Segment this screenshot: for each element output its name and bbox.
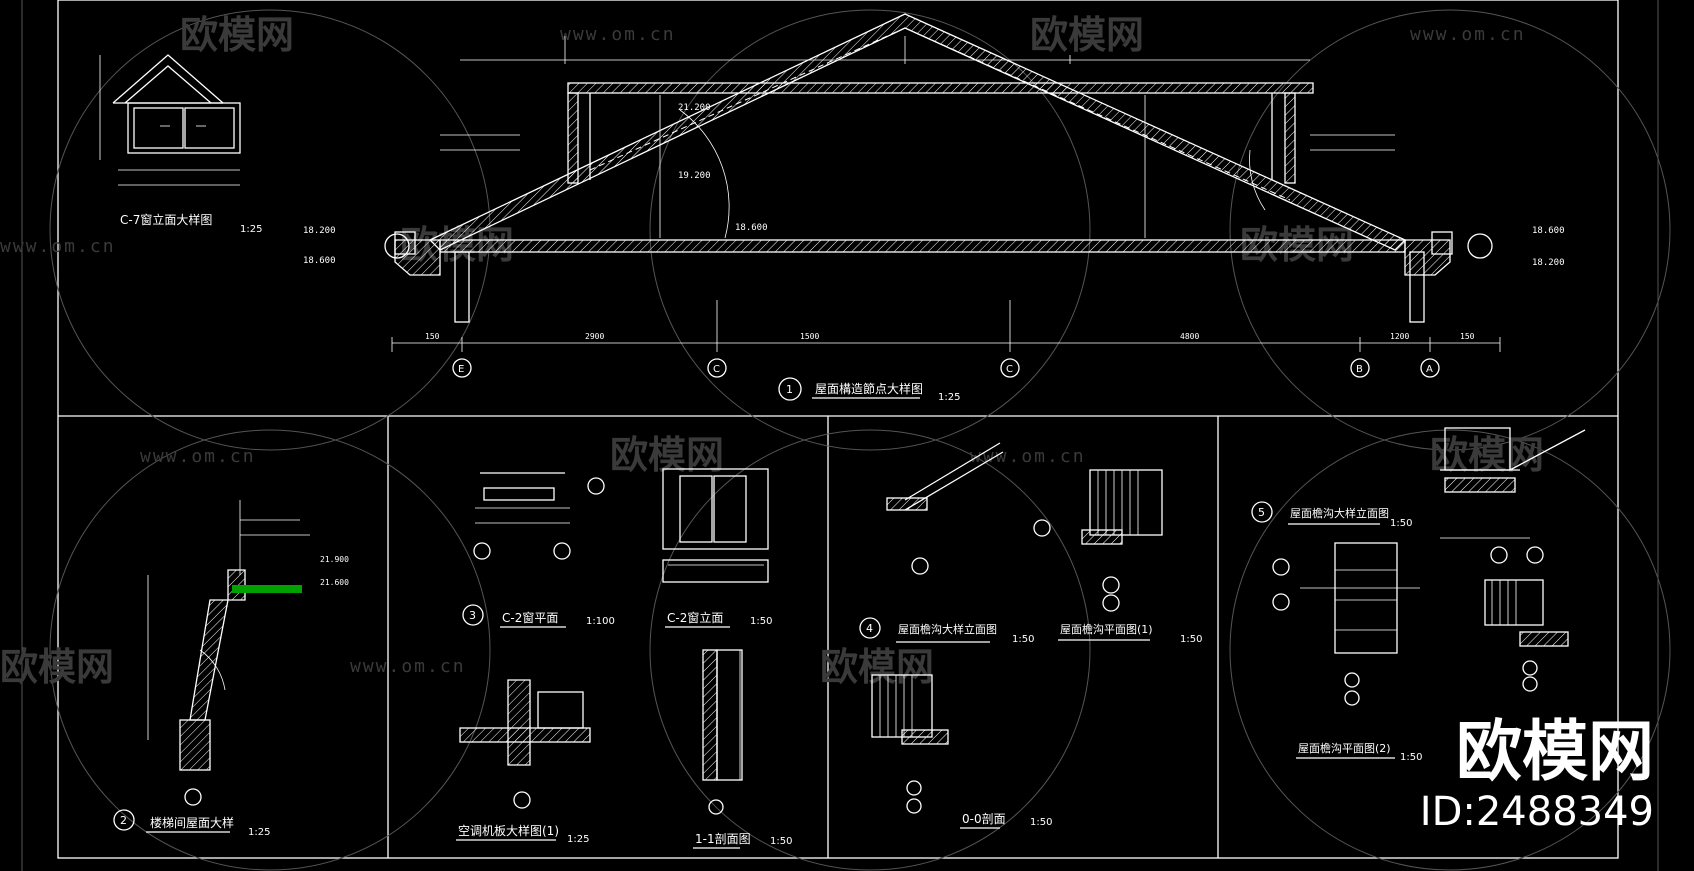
brand-overlay: 欧模网 ID:2488349 [1419,713,1654,836]
elev-slab: 18.600 [735,223,768,233]
axis-bubble-c2: C [1000,358,1020,378]
detail-3-plan-scale: 1:100 [586,616,615,627]
detail-5-title: 屋面檐沟大样立面图 [1290,506,1389,520]
watermark-url: www.om.cn [970,446,1086,467]
detail-3-ac-title: 空调机板大样图(1) [458,823,559,838]
detail-2-stair-roof: 21.900 21.600 2 楼梯间屋面大样 1:25 [113,500,349,838]
elev-left-bottom: 18.600 [303,256,336,266]
brand-name: 欧模网 [1456,713,1654,790]
detail-4-scale: 1:50 [1012,634,1034,645]
brand-id: ID:2488349 [1419,789,1654,835]
detail-5-plan-title: 屋面檐沟平面图(2) [1298,741,1391,755]
elev-right-top: 18.600 [1532,226,1565,236]
detail-3-plan-title: C-2窗平面 [502,611,558,625]
axis-bubble-c1: C [707,358,727,378]
detail-4-section-scale: 1:50 [1030,817,1052,828]
elev-mid: 19.200 [678,171,711,181]
svg-text:C: C [1006,364,1013,375]
axis-bubble-b: B [1350,358,1370,378]
watermark-brand: 欧模网 [610,433,724,477]
elev-ridge: 21.200 [678,103,711,113]
axis-bubble-a: A [1420,358,1440,378]
detail-4-gutter: 4 屋面檐沟大样立面图 1:50 屋面檐沟平面图(1) 1:50 0-0剖面 1… [859,442,1202,829]
detail-5-number: 5 [1258,506,1265,519]
detail-3-section-title: 1-1剖面图 [695,832,751,846]
dim-bottom-1: 150 [425,332,440,341]
elev-right-bottom: 18.200 [1532,258,1565,268]
svg-text:E: E [458,364,464,375]
watermark-url: www.om.cn [140,446,256,467]
detail-3-section-scale: 1:50 [770,836,792,847]
dim-bottom-5: 1200 [1390,332,1409,341]
detail-4-section-title: 0-0剖面 [962,812,1006,826]
window-c7-elevation: C-7窗立面大样图 1:25 [99,54,262,235]
watermark-url: www.om.cn [1410,24,1526,45]
detail-2-number: 2 [120,814,127,827]
detail-4-number: 4 [866,622,873,635]
main-scale: 1:25 [938,392,960,403]
dim-bottom-3: 1500 [800,332,819,341]
detail-3-ac-scale: 1:25 [567,834,589,845]
sheet-frame [21,0,1659,871]
detail-3-elev-scale: 1:50 [750,616,772,627]
detail-4-plan-title: 屋面檐沟平面图(1) [1060,622,1153,636]
dim-bottom-2: 2900 [585,332,604,341]
watermark-brand: 欧模网 [1030,13,1144,57]
main-title-number: 1 [786,383,793,396]
detail-2-elev-top: 21.900 [320,555,349,564]
axis-bubble-e: E [452,358,472,378]
watermark-url: www.om.cn [350,656,466,677]
main-title: 屋面構造節点大样图 [815,381,923,396]
main-roof-section: 18.200 18.600 21.200 19.200 18.600 18.20… [303,13,1565,403]
watermark-brand: 欧模网 [180,13,294,57]
watermark-url: www.om.cn [560,24,676,45]
c7-scale: 1:25 [240,224,262,235]
watermark-url: www.om.cn [0,236,116,257]
detail-5-plan-scale: 1:50 [1400,752,1422,763]
svg-text:A: A [1426,364,1433,375]
watermark-brand: 欧模网 [820,645,934,689]
detail-4-title: 屋面檐沟大样立面图 [898,622,997,636]
elev-left-top: 18.200 [303,226,336,236]
dim-bottom-4: 4800 [1180,332,1199,341]
detail-4-plan-scale: 1:50 [1180,634,1202,645]
detail-3-window-c2: 3 C-2窗平面 1:100 C-2窗立面 1:50 空调机板大样图(1) 1:… [456,468,792,849]
detail-5-scale: 1:50 [1390,518,1412,529]
detail-3-elev-title: C-2窗立面 [667,610,723,625]
c7-title: C-7窗立面大样图 [120,212,212,227]
detail-3-number: 3 [469,609,476,622]
dim-bottom-6: 150 [1460,332,1475,341]
watermark-brand: 欧模网 [0,645,114,689]
detail-2-elev-bottom: 21.600 [320,578,349,587]
svg-text:C: C [713,364,720,375]
detail-5-gutter: 5 屋面檐沟大样立面图 1:50 屋面檐沟平面图(2) 1:50 [1251,427,1586,763]
detail-2-scale: 1:25 [248,827,270,838]
svg-text:B: B [1356,364,1363,375]
detail-2-title: 楼梯间屋面大样 [150,815,234,830]
